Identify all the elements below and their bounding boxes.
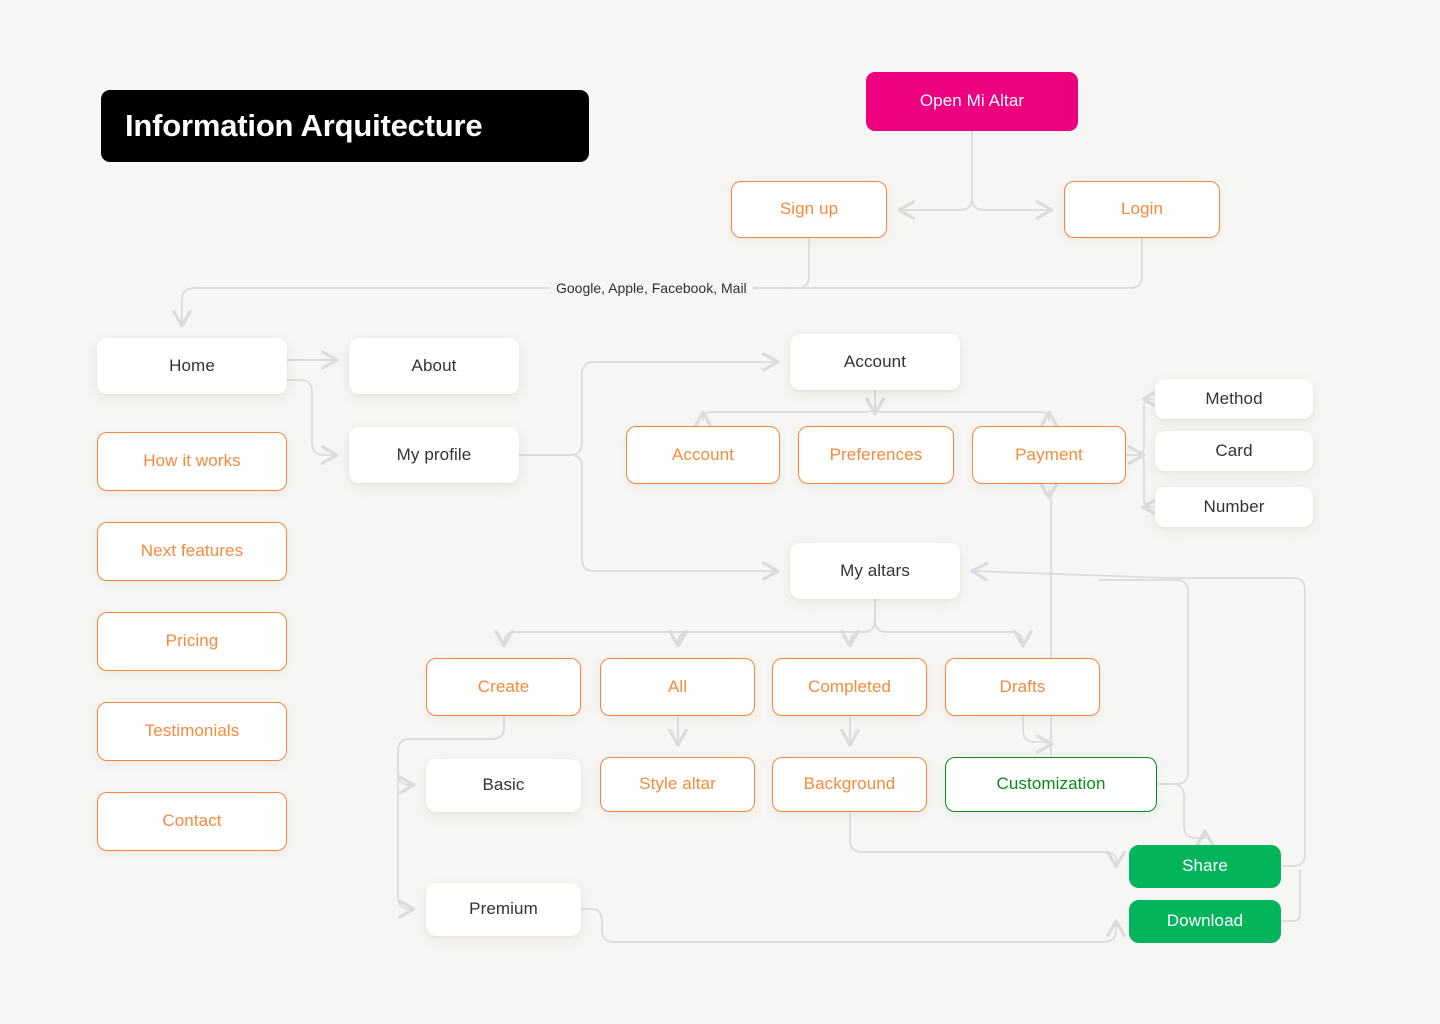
node-sign-up[interactable]: Sign up <box>731 181 887 238</box>
node-my-altars[interactable]: My altars <box>790 543 960 599</box>
page-title: Information Arquitecture <box>101 90 589 162</box>
node-basic[interactable]: Basic <box>426 759 581 812</box>
edge-label-auth-providers: Google, Apple, Facebook, Mail <box>550 280 753 296</box>
node-my-profile[interactable]: My profile <box>349 427 519 483</box>
node-background[interactable]: Background <box>772 757 927 812</box>
node-pricing[interactable]: Pricing <box>97 612 287 671</box>
node-open-mi-altar[interactable]: Open Mi Altar <box>866 72 1078 131</box>
node-customization[interactable]: Customization <box>945 757 1157 812</box>
node-testimonials[interactable]: Testimonials <box>97 702 287 761</box>
node-preferences[interactable]: Preferences <box>798 426 954 484</box>
node-completed[interactable]: Completed <box>772 658 927 716</box>
node-about[interactable]: About <box>349 338 519 394</box>
node-login[interactable]: Login <box>1064 181 1220 238</box>
node-drafts[interactable]: Drafts <box>945 658 1100 716</box>
node-share[interactable]: Share <box>1129 845 1281 888</box>
node-number[interactable]: Number <box>1155 487 1313 527</box>
node-how-it-works[interactable]: How it works <box>97 432 287 491</box>
node-all[interactable]: All <box>600 658 755 716</box>
node-premium[interactable]: Premium <box>426 883 581 936</box>
node-account[interactable]: Account <box>790 334 960 390</box>
node-account-sub[interactable]: Account <box>626 426 780 484</box>
node-create[interactable]: Create <box>426 658 581 716</box>
node-next-features[interactable]: Next features <box>97 522 287 581</box>
node-contact[interactable]: Contact <box>97 792 287 851</box>
node-method[interactable]: Method <box>1155 379 1313 419</box>
node-style-altar[interactable]: Style altar <box>600 757 755 812</box>
node-payment[interactable]: Payment <box>972 426 1126 484</box>
node-home[interactable]: Home <box>97 338 287 394</box>
node-card[interactable]: Card <box>1155 431 1313 471</box>
node-download[interactable]: Download <box>1129 900 1281 943</box>
